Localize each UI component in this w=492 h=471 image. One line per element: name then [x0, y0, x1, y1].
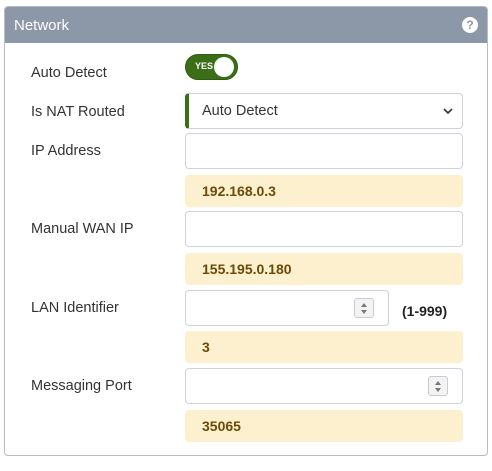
spin-down-icon	[435, 387, 441, 392]
auto-detect-label: Auto Detect	[31, 65, 107, 81]
messaging-port-input[interactable]	[185, 368, 463, 404]
lan-identifier-spinner[interactable]	[354, 298, 374, 318]
spin-down-icon	[361, 309, 367, 314]
ip-address-input[interactable]	[185, 133, 463, 169]
toggle-text: YES	[195, 61, 214, 71]
manual-wan-ip-label: Manual WAN IP	[31, 221, 134, 237]
messaging-port-label: Messaging Port	[31, 378, 132, 394]
manual-wan-ip-hint: 155.195.0.180	[185, 253, 463, 285]
panel-header: Network ?	[5, 7, 487, 43]
messaging-port-spinner[interactable]	[428, 376, 448, 396]
ip-address-hint: 192.168.0.3	[185, 175, 463, 207]
panel-title: Network	[14, 16, 70, 34]
lan-identifier-hint: 3	[185, 331, 463, 363]
lan-identifier-input[interactable]	[185, 290, 389, 326]
spin-up-icon	[435, 380, 441, 385]
lan-identifier-range: (1-999)	[402, 303, 448, 319]
lan-identifier-label: LAN Identifier	[31, 300, 119, 316]
manual-wan-ip-input[interactable]	[185, 211, 463, 247]
nat-routed-select[interactable]: Auto Detect	[185, 93, 463, 129]
spin-up-icon	[361, 302, 367, 307]
question-icon[interactable]: ?	[462, 17, 478, 33]
nat-routed-value: Auto Detect	[202, 103, 278, 119]
chevron-down-icon	[443, 108, 453, 115]
auto-detect-toggle[interactable]: YES	[185, 54, 238, 80]
ip-address-label: IP Address	[31, 143, 101, 159]
nat-routed-label: Is NAT Routed	[31, 104, 125, 120]
toggle-knob	[214, 57, 234, 77]
network-panel: Network ? Auto Detect YES Is NAT Routed …	[4, 6, 488, 456]
messaging-port-hint: 35065	[185, 410, 463, 442]
